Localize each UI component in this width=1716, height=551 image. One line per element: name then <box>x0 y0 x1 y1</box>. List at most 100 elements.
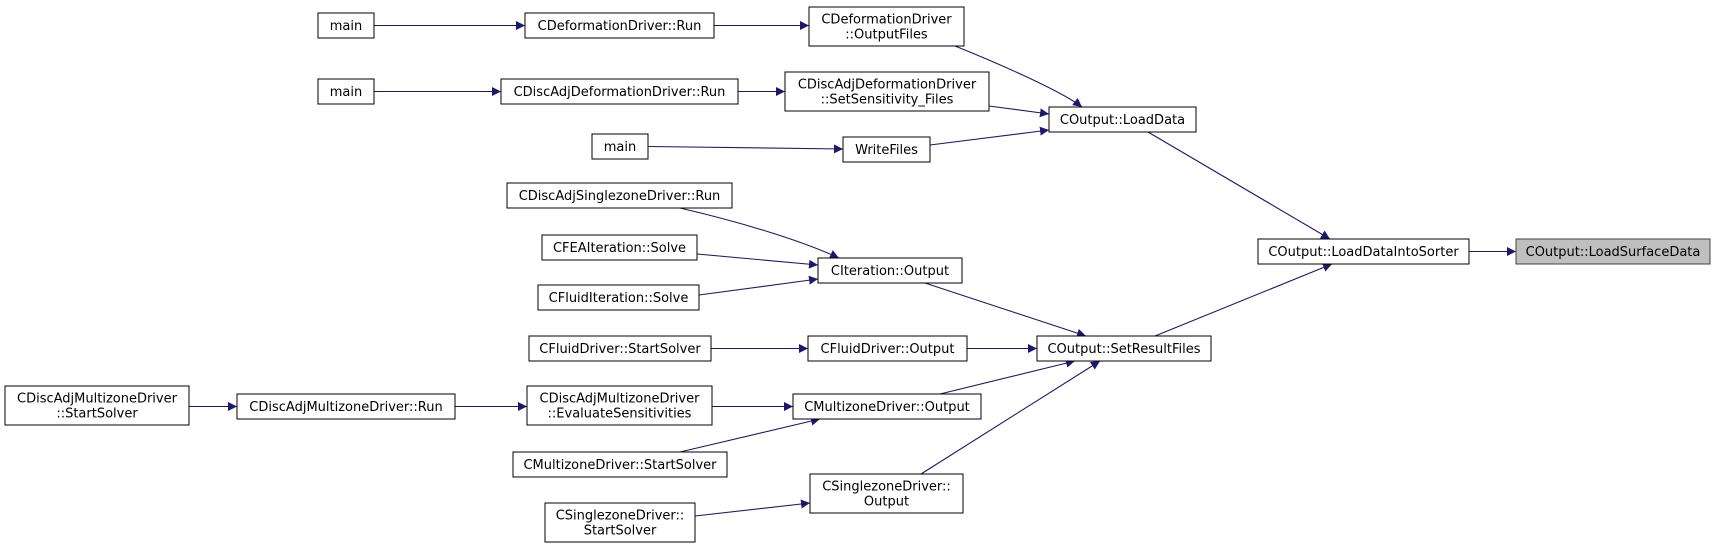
node-box <box>537 284 700 311</box>
node-label: main <box>604 140 636 155</box>
node-label: CDiscAdjMultizoneDriver <box>540 392 701 407</box>
edge-cmz_out-to-setresult <box>939 358 1076 395</box>
edge-arrow <box>679 207 840 259</box>
node-label: CDiscAdjMultizoneDriver <box>17 392 178 407</box>
node-label: COutput::LoadSurfaceData <box>1526 245 1701 260</box>
node-label: ::SetSensitivity_Files <box>821 93 954 108</box>
node-cmz_start[interactable]: CMultizoneDriver::StartSolver <box>512 451 728 478</box>
node-citer_out[interactable]: CIteration::Output <box>817 257 963 284</box>
node-label: main <box>330 85 362 100</box>
node-main3[interactable]: main <box>591 133 649 160</box>
node-box <box>524 12 715 39</box>
edges-layer <box>189 21 1516 517</box>
node-cmz_out[interactable]: CMultizoneDriver::Output <box>792 393 982 420</box>
node-label: StartSolver <box>584 524 657 539</box>
node-box <box>591 133 649 160</box>
node-label: CMultizoneDriver::StartSolver <box>523 458 717 473</box>
node-main1[interactable]: main <box>317 12 375 39</box>
node-cfd_out[interactable]: CFluidDriver::Output <box>807 335 968 362</box>
edge-cdef_out-to-loaddata <box>954 45 1083 108</box>
edge-loaddata-to-loadsorter <box>1147 131 1331 240</box>
node-label: COutput::SetResultFiles <box>1047 342 1200 357</box>
node-box <box>1515 238 1711 265</box>
edge-cfluid_solve-to-citer_out <box>698 275 819 296</box>
node-label: Output <box>864 495 909 510</box>
node-box <box>817 257 963 284</box>
node-label: COutput::LoadData <box>1060 113 1185 128</box>
node-box <box>1036 335 1212 362</box>
edge-arrow <box>647 144 844 154</box>
node-box <box>807 335 968 362</box>
node-label: ::EvaluateSensitivities <box>548 407 692 422</box>
node-cfluid_solve[interactable]: CFluidIteration::Solve <box>537 284 700 311</box>
node-label: CFluidIteration::Solve <box>549 291 689 306</box>
node-setresult[interactable]: COutput::SetResultFiles <box>1036 335 1212 362</box>
node-label: CMultizoneDriver::Output <box>804 400 970 415</box>
node-cfea_solve[interactable]: CFEAIteration::Solve <box>541 234 698 261</box>
node-label: CDiscAdjMultizoneDriver::Run <box>249 400 442 415</box>
node-label: CIteration::Output <box>831 264 949 279</box>
edge-csz_start-to-csz_out <box>694 499 811 517</box>
node-box <box>1048 106 1197 133</box>
node-cdam_eval[interactable]: CDiscAdjMultizoneDriver::EvaluateSensiti… <box>526 385 713 426</box>
node-cdam_run[interactable]: CDiscAdjMultizoneDriver::Run <box>236 393 456 420</box>
node-label: CSinglezoneDriver:: <box>556 509 685 524</box>
node-box <box>808 6 965 47</box>
node-cdadef_sens[interactable]: CDiscAdjDeformationDriver::SetSensitivit… <box>784 71 990 112</box>
node-box <box>4 385 190 426</box>
edge-cdadef_sens-to-loaddata <box>988 105 1050 118</box>
node-writefiles[interactable]: WriteFiles <box>842 136 931 163</box>
node-box <box>1257 238 1470 265</box>
node-csz_out[interactable]: CSinglezoneDriver::Output <box>809 473 964 514</box>
node-main2[interactable]: main <box>317 78 375 105</box>
node-loadsurface[interactable]: COutput::LoadSurfaceData <box>1515 238 1711 265</box>
node-label: CDiscAdjDeformationDriver::Run <box>514 85 726 100</box>
edge-arrow <box>929 126 1050 146</box>
edge-main3-to-writefiles <box>647 144 844 154</box>
edge-csz_out-to-setresult <box>920 360 1101 475</box>
node-cdadef_run[interactable]: CDiscAdjDeformationDriver::Run <box>500 78 739 105</box>
edge-cfea_solve-to-citer_out <box>696 253 819 269</box>
node-box <box>541 234 698 261</box>
edge-cmz_start-to-cmz_out <box>679 416 821 453</box>
node-box <box>842 136 931 163</box>
node-box <box>528 335 712 362</box>
edge-setresult-to-loadsorter <box>1154 263 1333 337</box>
node-box <box>317 78 375 105</box>
node-cdas_run[interactable]: CDiscAdjSinglezoneDriver::Run <box>506 182 733 209</box>
node-label: COutput::LoadDataIntoSorter <box>1268 245 1459 260</box>
edge-arrow <box>694 499 811 517</box>
node-label: CDeformationDriver <box>821 13 952 28</box>
node-loaddata[interactable]: COutput::LoadData <box>1048 106 1197 133</box>
node-box <box>544 502 696 543</box>
node-box <box>512 451 728 478</box>
node-label: main <box>330 19 362 34</box>
node-label: ::StartSolver <box>56 407 138 422</box>
edge-arrow <box>696 253 819 269</box>
node-cfd_start[interactable]: CFluidDriver::StartSolver <box>528 335 712 362</box>
node-label: CDeformationDriver::Run <box>538 19 702 34</box>
node-box <box>500 78 739 105</box>
edge-arrow <box>954 45 1083 108</box>
node-box <box>236 393 456 420</box>
edge-arrow <box>1154 263 1333 337</box>
node-cdef_run[interactable]: CDeformationDriver::Run <box>524 12 715 39</box>
node-box <box>526 385 713 426</box>
node-cdef_out[interactable]: CDeformationDriver::OutputFiles <box>808 6 965 47</box>
node-box <box>809 473 964 514</box>
node-loadsorter[interactable]: COutput::LoadDataIntoSorter <box>1257 238 1470 265</box>
edge-writefiles-to-loaddata <box>929 126 1050 146</box>
node-cdam_start[interactable]: CDiscAdjMultizoneDriver::StartSolver <box>4 385 190 426</box>
node-label: WriteFiles <box>855 143 918 158</box>
node-box <box>506 182 733 209</box>
node-box <box>784 71 990 112</box>
node-label: CFluidDriver::StartSolver <box>539 342 701 357</box>
node-box <box>792 393 982 420</box>
edge-arrow <box>988 105 1050 118</box>
edge-arrow <box>939 358 1076 395</box>
node-box <box>317 12 375 39</box>
node-csz_start[interactable]: CSinglezoneDriver::StartSolver <box>544 502 696 543</box>
node-label: CDiscAdjDeformationDriver <box>798 78 977 93</box>
node-label: ::OutputFiles <box>845 28 928 43</box>
